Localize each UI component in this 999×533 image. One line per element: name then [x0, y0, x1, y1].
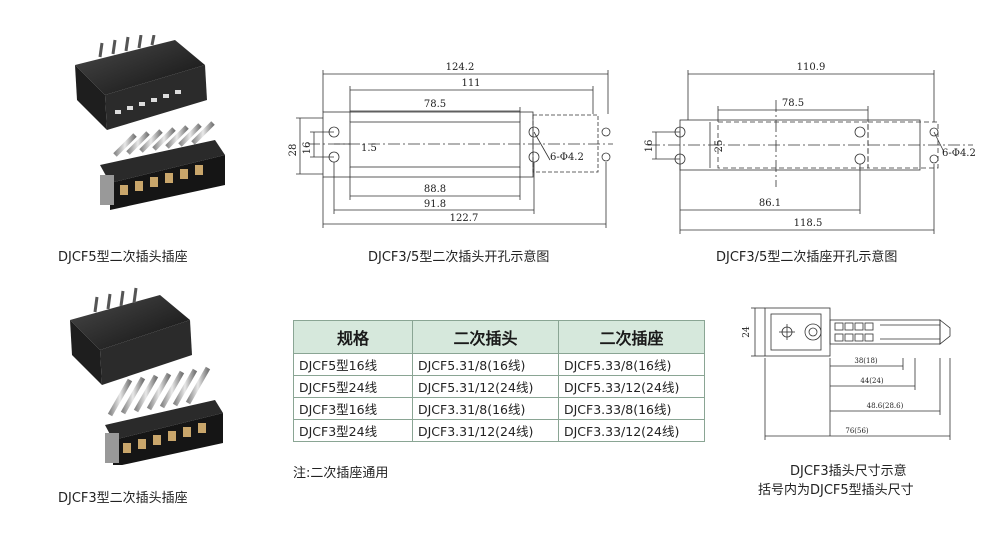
table-header-row: 规格 二次插头 二次插座: [293, 320, 705, 354]
table-cell: DJCF5型24线: [293, 375, 413, 398]
plug-dim-91-8: 91.8: [424, 199, 446, 210]
table-row: DJCF5型24线 DJCF5.31/12(24线) DJCF5.33/12(2…: [293, 375, 705, 398]
socket-dim-118-5: 118.5: [794, 218, 823, 229]
size-dim-44: 44(24): [860, 377, 884, 385]
djcf5-product-photo: [75, 35, 225, 210]
header-plug: 二次插头: [412, 320, 559, 354]
spec-table: 规格 二次插头 二次插座 DJCF5型16线 DJCF5.31/8(16线) D…: [293, 320, 705, 442]
table-cell: DJCF3.31/8(16线): [412, 397, 559, 420]
table-row: DJCF3型16线 DJCF3.31/8(16线) DJCF3.33/8(16线…: [293, 397, 705, 420]
header-spec: 规格: [293, 320, 413, 354]
socket-dim-16: 16: [644, 140, 655, 153]
plug-size-drawing: 24 38(18) 44(24) 48.6(28.6) 76(56): [742, 307, 951, 440]
djcf3-product-photo: [70, 287, 223, 465]
socket-cutout-drawing: 110.9 78.5 6-Φ4.2 16 25 86.1 118.5: [644, 62, 976, 234]
table-row: DJCF3型24线 DJCF3.31/12(24线) DJCF3.33/12(2…: [293, 419, 705, 442]
size-dim-38: 38(18): [854, 357, 878, 365]
table-row: DJCF5型16线 DJCF5.31/8(16线) DJCF5.33/8(16线…: [293, 353, 705, 376]
size-dim-48-6: 48.6(28.6): [867, 402, 904, 410]
table-cell: DJCF5.33/12(24线): [558, 375, 705, 398]
socket-dim-25: 25: [714, 140, 725, 153]
size-caption-line1: DJCF3插头尺寸示意: [790, 464, 907, 479]
table-cell: DJCF3型16线: [293, 397, 413, 420]
table-cell: DJCF3.31/12(24线): [412, 419, 559, 442]
table-cell: DJCF5.31/8(16线): [412, 353, 559, 376]
plug-cutout-drawing: 124.2 111 78.5 1.5 6-Φ4.2 28 16 88.8 91.…: [288, 62, 613, 228]
plug-dim-78-5: 78.5: [424, 99, 446, 110]
photo-bottom-caption: DJCF3型二次插头插座: [58, 491, 188, 506]
photo-top-caption: DJCF5型二次插头插座: [58, 250, 188, 265]
table-cell: DJCF3型24线: [293, 419, 413, 442]
plug-dim-124-2: 124.2: [446, 62, 475, 73]
size-dim-24: 24: [742, 326, 752, 338]
table-note: 注:二次插座通用: [293, 466, 389, 481]
plug-drawing-caption: DJCF3/5型二次插头开孔示意图: [368, 250, 550, 265]
plug-dim-1-5: 1.5: [361, 143, 377, 154]
header-socket: 二次插座: [558, 320, 705, 354]
table-cell: DJCF5.33/8(16线): [558, 353, 705, 376]
plug-dim-holes: 6-Φ4.2: [550, 152, 584, 163]
table-cell: DJCF3.33/8(16线): [558, 397, 705, 420]
socket-dim-78-5: 78.5: [782, 98, 804, 109]
table-cell: DJCF5型16线: [293, 353, 413, 376]
socket-drawing-caption: DJCF3/5型二次插座开孔示意图: [716, 250, 898, 265]
plug-dim-28: 28: [288, 144, 299, 157]
size-caption-line2: 括号内为DJCF5型插头尺寸: [758, 483, 914, 498]
table-cell: DJCF3.33/12(24线): [558, 419, 705, 442]
size-dim-76: 76(56): [845, 427, 869, 435]
socket-dim-holes: 6-Φ4.2: [942, 148, 976, 159]
plug-dim-88-8: 88.8: [424, 184, 446, 195]
socket-dim-86-1: 86.1: [759, 198, 781, 209]
table-cell: DJCF5.31/12(24线): [412, 375, 559, 398]
plug-dim-111: 111: [461, 78, 480, 89]
plug-dim-122-7: 122.7: [450, 213, 479, 224]
socket-dim-110-9: 110.9: [797, 62, 826, 73]
plug-dim-16: 16: [302, 142, 313, 155]
